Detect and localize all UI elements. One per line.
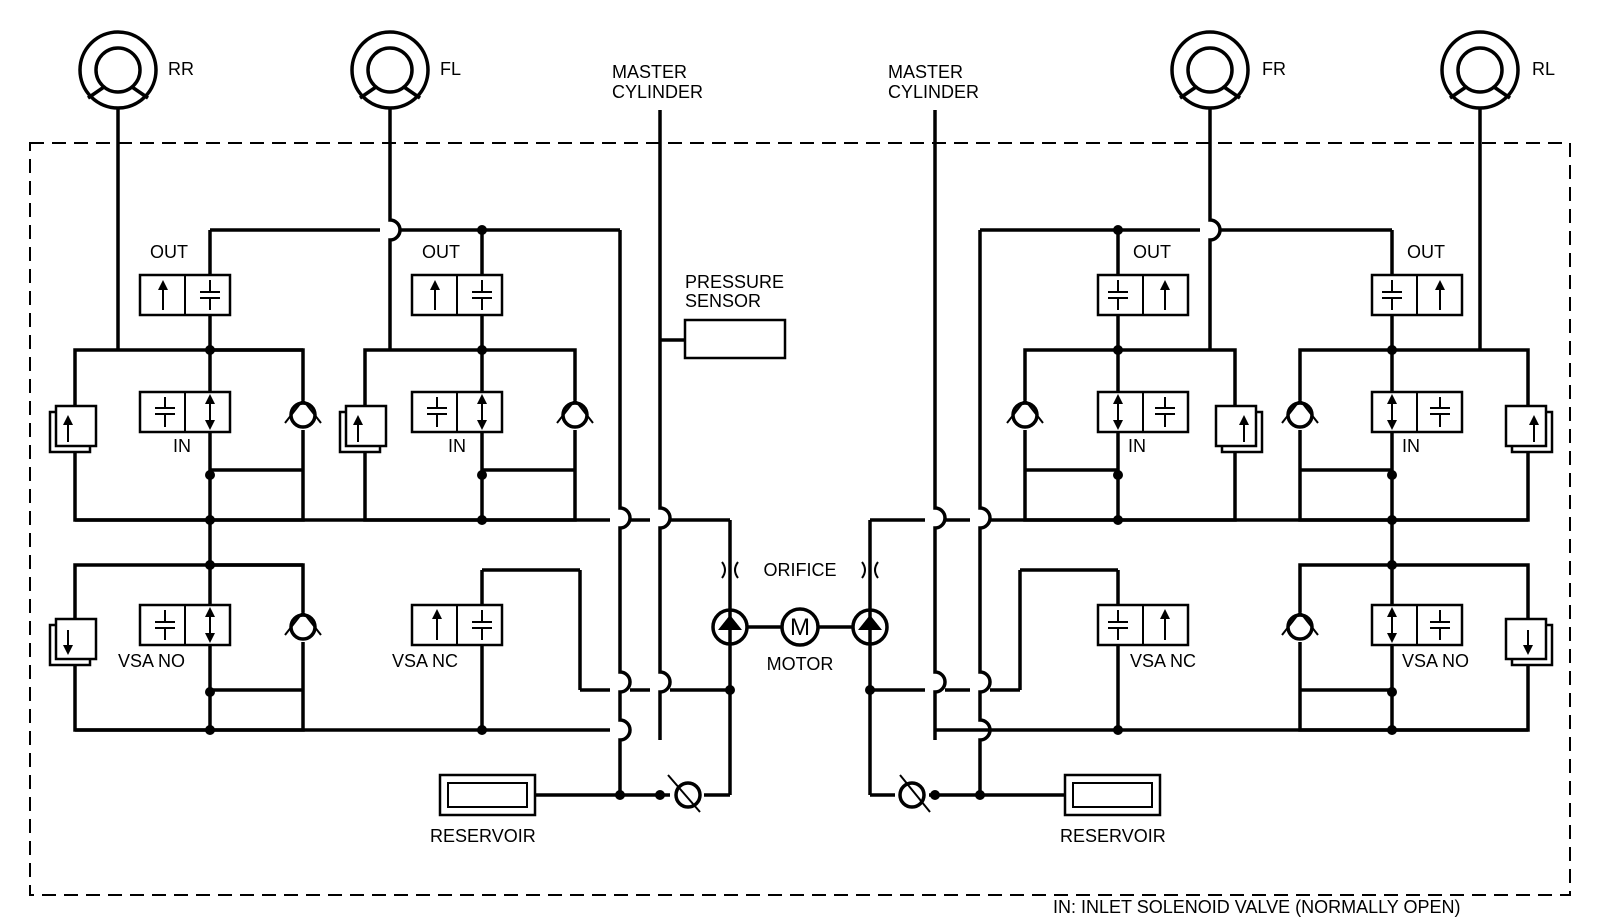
wheel-fr: FR	[1170, 30, 1286, 110]
out-valve-rl: OUT	[1370, 242, 1464, 317]
vsa-no-label-left: VSA NO	[118, 651, 185, 671]
relief-valve-rr	[48, 404, 98, 454]
vsa-no-valve-right: VSA NO	[1370, 603, 1469, 671]
out-label-rl: OUT	[1407, 242, 1445, 262]
check-valve-in-fr	[1006, 399, 1044, 430]
relief-valve-rl	[1504, 404, 1554, 454]
in-label-rr: IN	[173, 436, 191, 456]
motor-icon	[780, 607, 820, 647]
in-valve-rl: IN	[1370, 390, 1464, 456]
check-valve-in-rl	[1281, 399, 1319, 430]
reservoir-label-right: RESERVOIR	[1060, 826, 1166, 846]
motor-assembly: M MOTOR ORIFICE	[747, 560, 853, 674]
junctions-right	[865, 225, 1397, 800]
master-cylinder-label-right: MASTER	[888, 62, 963, 82]
wheel-fl: FL	[350, 30, 461, 110]
check-valve-in-rr	[284, 399, 322, 430]
motor-symbol: M	[790, 614, 810, 641]
check-valve-in-fl	[556, 399, 594, 430]
out-label-fr: OUT	[1133, 242, 1171, 262]
vsa-no-label-right: VSA NO	[1402, 651, 1469, 671]
in-valve-fr: IN	[1096, 390, 1190, 456]
out-valve-fr: OUT	[1096, 242, 1190, 317]
reservoir-left: RESERVOIR	[430, 773, 537, 846]
master-cylinder-label-left-2: CYLINDER	[612, 82, 703, 102]
master-cylinder-label-right-2: CYLINDER	[888, 82, 979, 102]
out-label-rr: OUT	[150, 242, 188, 262]
in-valve-rr: IN	[138, 390, 232, 456]
reservoir-right: RESERVOIR	[1060, 773, 1166, 846]
in-label-fr: IN	[1128, 436, 1146, 456]
footnote: IN: INLET SOLENOID VALVE (NORMALLY OPEN)	[1053, 897, 1460, 917]
wheel-label-fl: FL	[440, 59, 461, 79]
orifice-left	[721, 561, 739, 579]
pressure-sensor-label: PRESSURE	[685, 272, 784, 292]
check-valve-vsa-left	[284, 611, 322, 642]
in-label-fl: IN	[448, 436, 466, 456]
out-valve-rr: OUT	[138, 242, 232, 317]
reservoir-label-left: RESERVOIR	[430, 826, 536, 846]
right-circuit: FR RL MASTER CYLINDER OUT	[851, 30, 1555, 846]
vsa-nc-label-right: VSA NC	[1130, 651, 1196, 671]
check-valve-pump-left	[667, 774, 704, 813]
check-valve-vsa-right	[1281, 611, 1319, 642]
in-valve-fl: IN	[410, 390, 504, 456]
junctions-left	[205, 225, 735, 800]
modulator-boundary	[29, 142, 1571, 896]
wheel-label-rl: RL	[1532, 59, 1555, 79]
relief-valve-vsa-right	[1504, 617, 1554, 667]
relief-valve-fl	[338, 404, 388, 454]
master-cylinder-label-left: MASTER	[612, 62, 687, 82]
orifice-label: ORIFICE	[763, 560, 836, 580]
out-valve-fl: OUT	[410, 242, 504, 317]
orifice-right	[861, 561, 879, 579]
motor-label: MOTOR	[767, 654, 834, 674]
check-valve-pump-right	[895, 774, 931, 813]
wheel-rl: RL	[1440, 30, 1555, 110]
out-label-fl: OUT	[422, 242, 460, 262]
relief-valve-vsa-left	[48, 617, 98, 667]
wheel-label-fr: FR	[1262, 59, 1286, 79]
wheel-label-rr: RR	[168, 59, 194, 79]
in-label-rl: IN	[1402, 436, 1420, 456]
vsa-nc-valve-left: VSA NC	[392, 603, 504, 671]
pressure-sensor-label-2: SENSOR	[685, 291, 761, 311]
pressure-sensor	[683, 318, 787, 360]
relief-valve-fr	[1214, 404, 1264, 454]
vsa-nc-valve-right: VSA NC	[1096, 603, 1196, 671]
left-circuit: RR FL MASTER CYLINDER PRESSURE SENSOR	[48, 30, 787, 846]
vsa-no-valve-left: VSA NO	[118, 603, 232, 671]
wheel-rr: RR	[78, 30, 194, 110]
vsa-nc-label-left: VSA NC	[392, 651, 458, 671]
